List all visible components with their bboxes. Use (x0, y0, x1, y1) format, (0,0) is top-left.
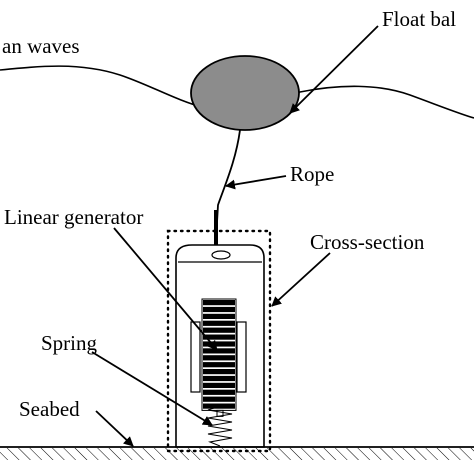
magnet-plate (203, 300, 235, 306)
magnet-plate (203, 355, 235, 361)
rope-port (211, 250, 231, 260)
magnet-plate (203, 389, 235, 395)
magnet-plate (203, 382, 235, 388)
seabed-hatch (0, 448, 474, 460)
magnet-plate (203, 396, 235, 402)
magnet-plate (203, 306, 235, 313)
spring-label: Spring (41, 331, 98, 355)
ocean-waves-label: an waves (2, 34, 80, 58)
magnet-plate (203, 362, 235, 368)
float-ball-label: Float bal (382, 7, 456, 31)
magnet-plate (203, 348, 235, 354)
magnet-plate (203, 320, 235, 326)
seabed-label: Seabed (19, 397, 80, 421)
cross-section-label: Cross-section (310, 230, 425, 254)
float-ball (190, 55, 300, 131)
translator-magnet-stack (201, 298, 237, 417)
magnet-plate (203, 334, 235, 340)
stator-right (236, 321, 247, 393)
float-ball-arrow (289, 25, 379, 114)
linear-generator-label: Linear generator (4, 205, 143, 229)
magnet-plate (203, 341, 235, 347)
spring-coil (207, 405, 233, 447)
cross-section-arrow (271, 252, 331, 307)
rope-arrow (225, 175, 287, 190)
rope-line (215, 129, 241, 241)
linear-generator-arrow (113, 227, 218, 351)
magnet-plate (203, 313, 235, 319)
seabed-arrow (95, 410, 134, 447)
magnet-plate (203, 375, 235, 382)
magnet-plate (203, 369, 235, 375)
stator-left (190, 321, 201, 393)
rope-label: Rope (290, 162, 334, 186)
magnet-plate (203, 327, 235, 333)
spring-arrow (91, 351, 213, 426)
